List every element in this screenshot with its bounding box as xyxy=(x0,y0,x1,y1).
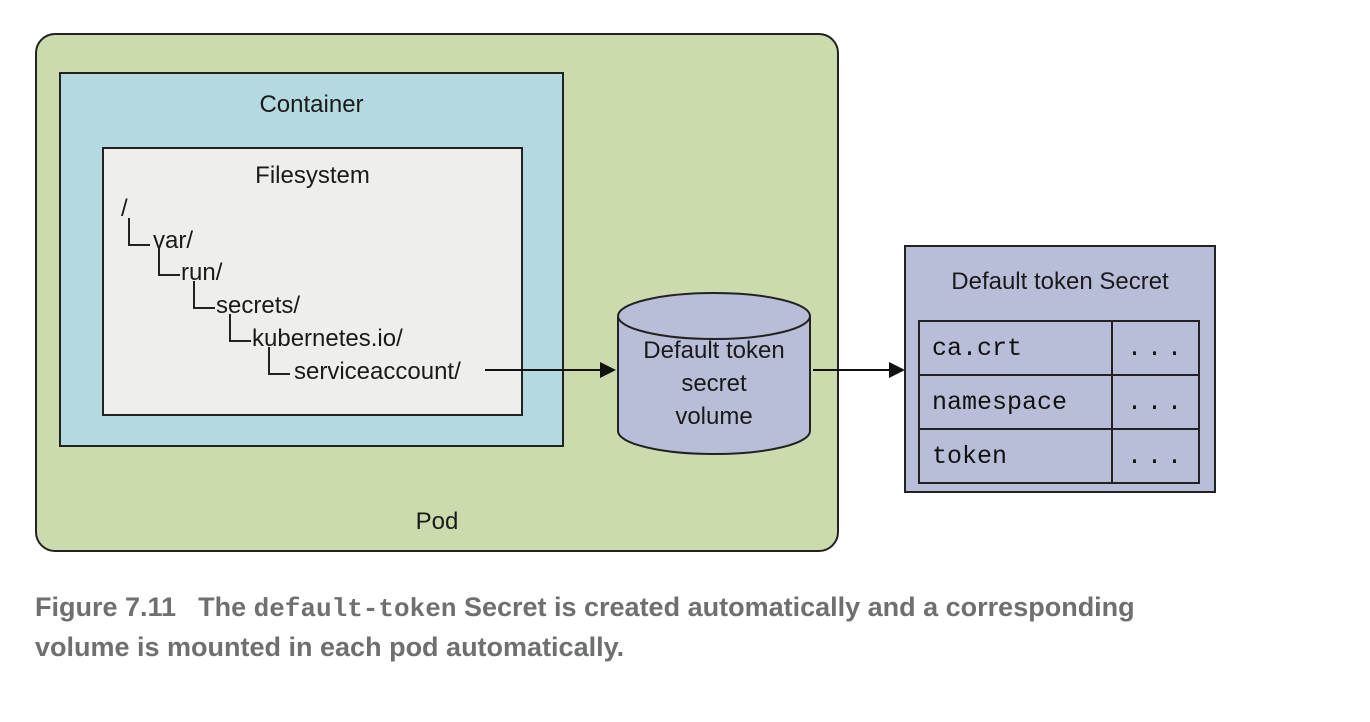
caption-figure-label: Figure 7.11 xyxy=(35,592,177,622)
figure-caption: Figure 7.11 The default-token Secret is c… xyxy=(35,588,1355,666)
arrowhead-icon xyxy=(600,362,616,378)
volume-label-line: volume xyxy=(675,403,753,430)
volume-label-line: Default token xyxy=(643,337,785,364)
caption-line-2: volume is mounted in each pod automatica… xyxy=(35,632,625,662)
table-row: namespace ... xyxy=(918,374,1200,430)
secret-value-cell: ... xyxy=(1111,320,1200,376)
cylinder-body xyxy=(617,316,811,455)
cylinder-top xyxy=(617,292,811,340)
tree-elbow-icon xyxy=(193,281,215,309)
pod-label: Pod xyxy=(415,508,459,535)
caption-text: The xyxy=(198,592,254,622)
secret-title: Default token Secret xyxy=(951,268,1169,295)
tree-elbow-icon xyxy=(158,248,180,276)
caption-text: Secret is created automatically and a co… xyxy=(456,592,1135,622)
secret-key-cell: namespace xyxy=(918,374,1113,430)
table-row: token ... xyxy=(918,428,1200,484)
table-row: ca.crt ... xyxy=(918,320,1200,376)
volume-label-line: secret xyxy=(681,370,747,397)
secret-value-cell: ... xyxy=(1111,374,1200,430)
secret-key-cell: ca.crt xyxy=(918,320,1113,376)
volume-label: Default token secret volume xyxy=(615,334,813,433)
caption-code-text: default-token xyxy=(253,594,457,624)
secret-data-table: ca.crt ... namespace ... token ... xyxy=(918,320,1200,484)
filesystem-box: Filesystem / var/ run/ secrets/ kubernet… xyxy=(102,147,523,416)
container-label: Container xyxy=(259,91,364,118)
tree-item-root: / xyxy=(121,195,128,222)
caption-line-1: Figure 7.11 The default-token Secret is c… xyxy=(35,588,1355,628)
filesystem-label: Filesystem xyxy=(255,162,370,189)
tree-item-serviceaccount: serviceaccount/ xyxy=(294,358,461,385)
tree-elbow-icon xyxy=(268,347,290,375)
cylinder-icon xyxy=(617,292,811,455)
tree-elbow-icon xyxy=(229,314,251,342)
arrow-serviceaccount-to-volume xyxy=(485,369,601,371)
secret-key-cell: token xyxy=(918,428,1113,484)
arrow-volume-to-secret xyxy=(813,369,890,371)
secret-value-cell: ... xyxy=(1111,428,1200,484)
tree-item-kubernetes-io: kubernetes.io/ xyxy=(252,325,403,352)
arrowhead-icon xyxy=(889,362,905,378)
tree-item-run: run/ xyxy=(181,259,223,286)
tree-elbow-icon xyxy=(128,218,150,246)
